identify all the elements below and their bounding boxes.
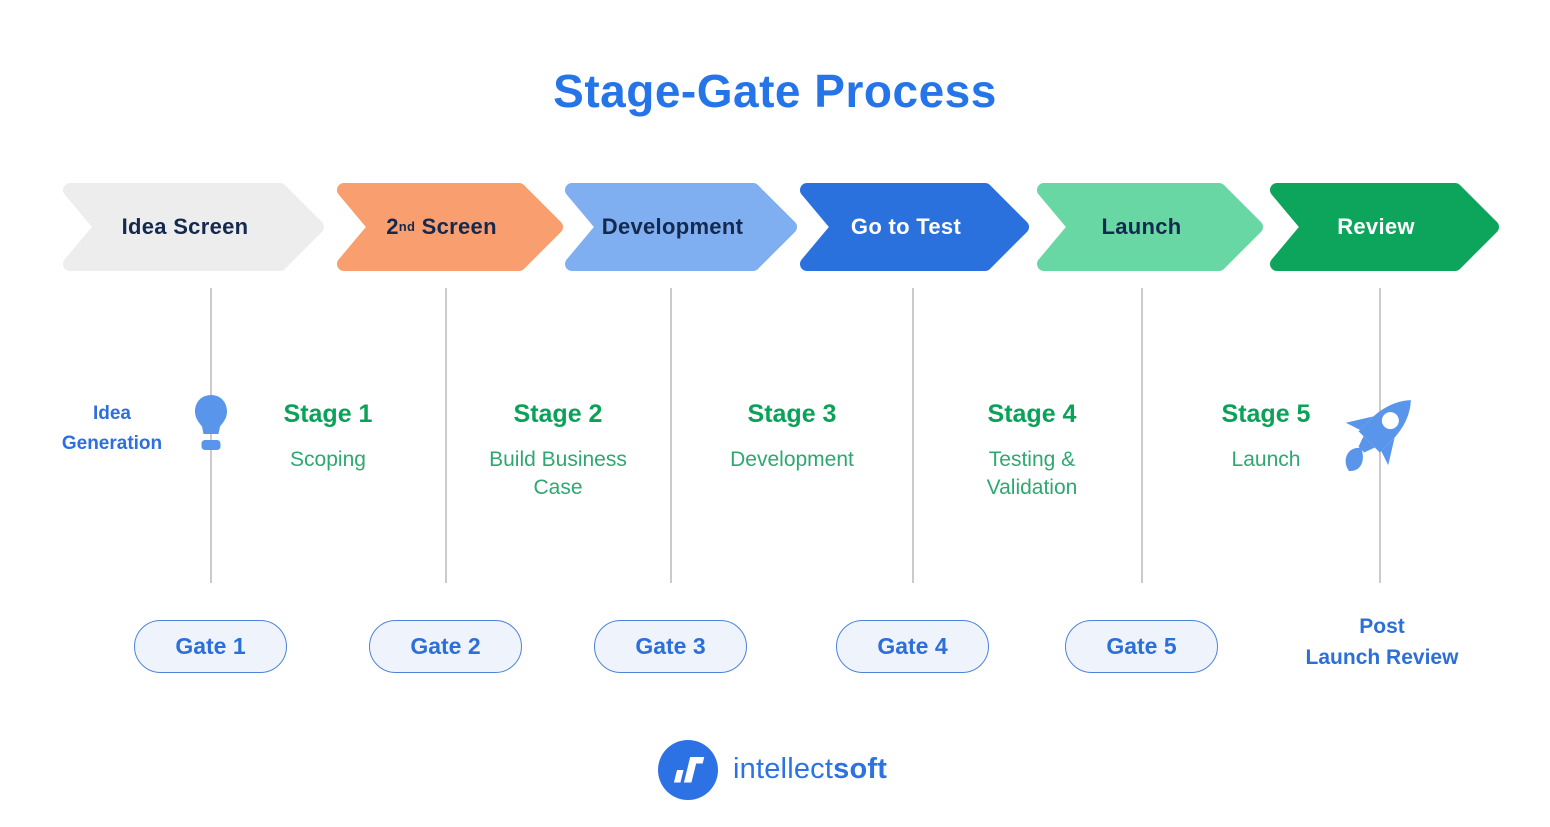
stage-5-name: Stage 5 [1221,400,1311,428]
stage-1-name: Stage 1 [283,400,373,428]
arrow-label-review: Review [1337,214,1415,239]
stage-2-description: Build Business Case [489,448,627,499]
gate-3: Gate 3 [594,620,747,673]
post-launch-review-label: Post Launch Review [1305,615,1459,669]
pipeline-arrow-launch: Launch [1037,183,1264,271]
stage-3-description: Development [730,448,854,471]
vertical-connector-1 [210,288,212,583]
chevron-shape [1037,183,1263,271]
lightbulb-icon [195,395,227,450]
stage-4: Stage 4 Testing & Validation [937,400,1127,502]
gate-2: Gate 2 [369,620,522,673]
chevron-shape [1270,183,1499,271]
arrow-label-rest: Screen [415,214,497,239]
chevron-shape [337,183,563,271]
pipeline-arrow-go-to-test: Go to Test [800,183,1030,271]
brand-regular: intellect [733,753,834,785]
idea-generation-label: Idea Generation [61,403,163,454]
gate-2-label: Gate 2 [410,633,481,659]
stage-3-name: Stage 3 [747,400,837,428]
gate-4-label: Gate 4 [877,633,948,659]
vertical-connector-4 [912,288,914,583]
arrow-label-prefix: 2 [386,214,399,239]
gate-1-label: Gate 1 [175,633,246,659]
arrow-label-launch: Launch [1101,214,1182,239]
intellectsoft-logo [658,740,718,800]
chevron-shape [63,183,324,271]
arrow-label-go-to-test: Go to Test [850,214,962,239]
arrow-label-idea-screen: Idea Screen [121,214,249,239]
pipeline-arrow-review: Review [1270,183,1500,271]
brand-wordmark: intellectsoft [733,753,887,786]
gate-3-label: Gate 3 [635,633,706,659]
gate-1: Gate 1 [134,620,287,673]
stage-1: Stage 1 Scoping [233,400,423,474]
page-title: Stage-Gate Process [553,65,997,117]
stage-5-description: Launch [1231,448,1301,471]
chevron-shape [565,183,797,271]
brand-bold: soft [833,753,888,785]
stage-4-description: Testing & Validation [986,448,1078,499]
arrow-label-development: Development [601,214,744,239]
pipeline-arrow-development: Development [565,183,798,271]
gate-4: Gate 4 [836,620,989,673]
vertical-connector-5 [1141,288,1143,583]
vertical-connector-3 [670,288,672,583]
rocket-icon [1345,400,1411,472]
stage-2: Stage 2 Build Business Case [463,400,653,502]
stage-4-name: Stage 4 [987,400,1077,428]
gate-5-label: Gate 5 [1106,633,1177,659]
stage-3: Stage 3 Development [697,400,887,474]
stage-2-name: Stage 2 [513,400,603,428]
chevron-shape [800,183,1029,271]
stage-5: Stage 5 Launch [1171,400,1361,474]
gate-5: Gate 5 [1065,620,1218,673]
stage-1-description: Scoping [290,448,366,471]
vertical-connector-2 [445,288,447,583]
pipeline-arrow-idea-screen: Idea Screen [63,183,325,271]
